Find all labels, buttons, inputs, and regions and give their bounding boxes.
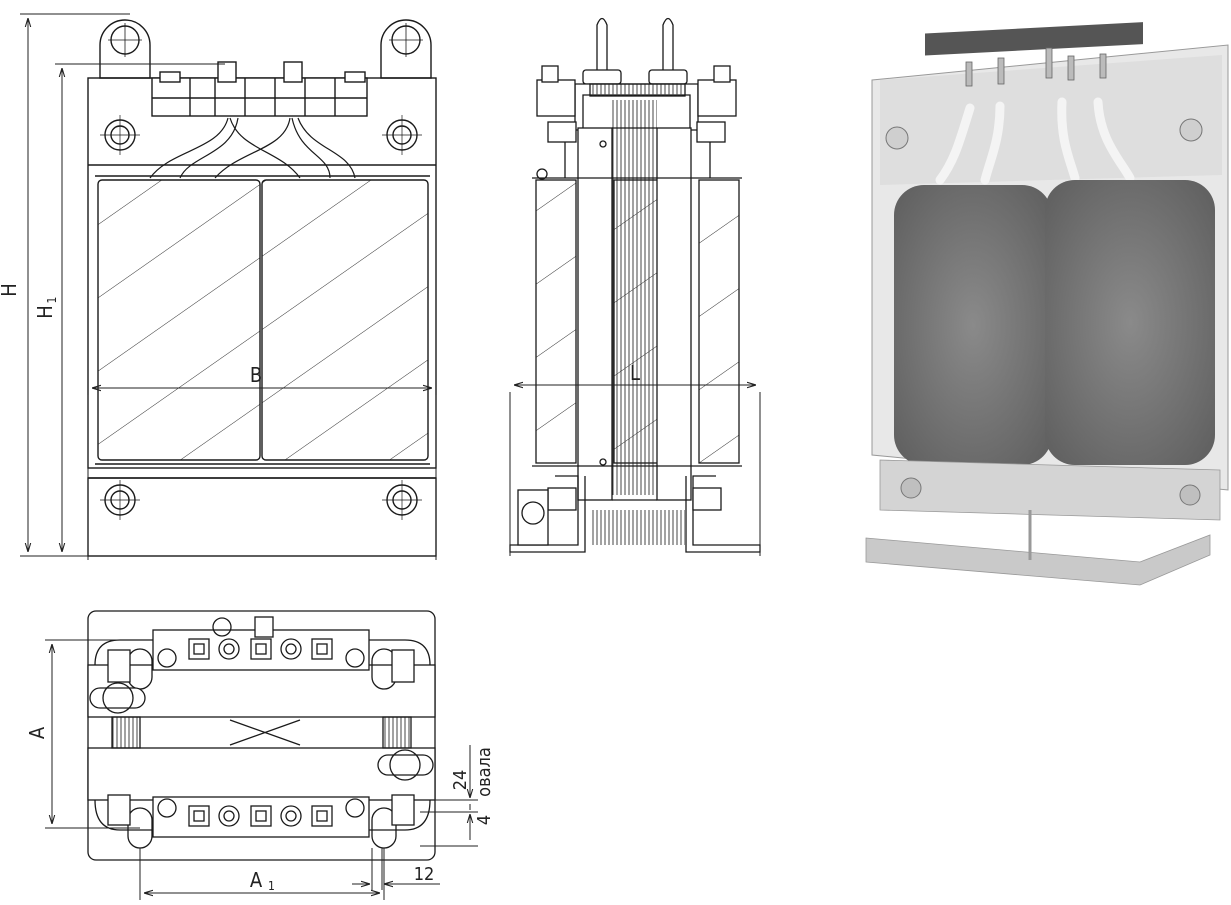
label-24: 24 [450, 770, 471, 791]
bolt-bottom-right [382, 480, 422, 520]
label-B: B [250, 363, 262, 387]
label-12: 12 [414, 864, 435, 885]
side-view [509, 17, 761, 553]
top-dimensions [45, 639, 478, 900]
label-H1-subscript: 1 [45, 297, 59, 304]
lifting-eye-right [380, 19, 432, 79]
bolt-bottom-left [100, 480, 140, 520]
side-dimensions [509, 385, 761, 556]
top-view [87, 610, 436, 861]
side-terminal-right [697, 79, 737, 117]
top-base-plate [87, 610, 436, 861]
label-H1: H [33, 305, 57, 319]
lifting-tab-left [582, 17, 622, 85]
label-oval: овала [474, 747, 495, 797]
label-H: H [0, 283, 21, 297]
top-terminal-strip-lower [94, 796, 431, 838]
label-A1-subscript: 1 [268, 879, 275, 893]
lifting-eye-left [99, 19, 151, 79]
label-A1: A [250, 868, 263, 892]
photo-coil-right [1045, 180, 1215, 465]
label-A: A [25, 726, 49, 739]
front-view [87, 19, 437, 557]
transformer-photo [865, 22, 1229, 586]
bolt-top-left [100, 115, 140, 155]
terminal-block-top [151, 61, 368, 117]
side-terminal-left [536, 79, 576, 117]
side-coil-right [698, 179, 740, 464]
coil-right [261, 179, 429, 461]
label-L: L [630, 361, 640, 385]
bolt-top-right [382, 115, 422, 155]
label-4: 4 [474, 815, 495, 825]
lifting-tab-right [648, 17, 688, 85]
lead-wires [149, 117, 356, 179]
coil-left [97, 179, 261, 461]
front-dimensions [20, 13, 437, 560]
top-terminal-strip-upper [94, 616, 431, 671]
photo-coil-left [894, 185, 1052, 465]
side-coil-left [535, 179, 577, 464]
